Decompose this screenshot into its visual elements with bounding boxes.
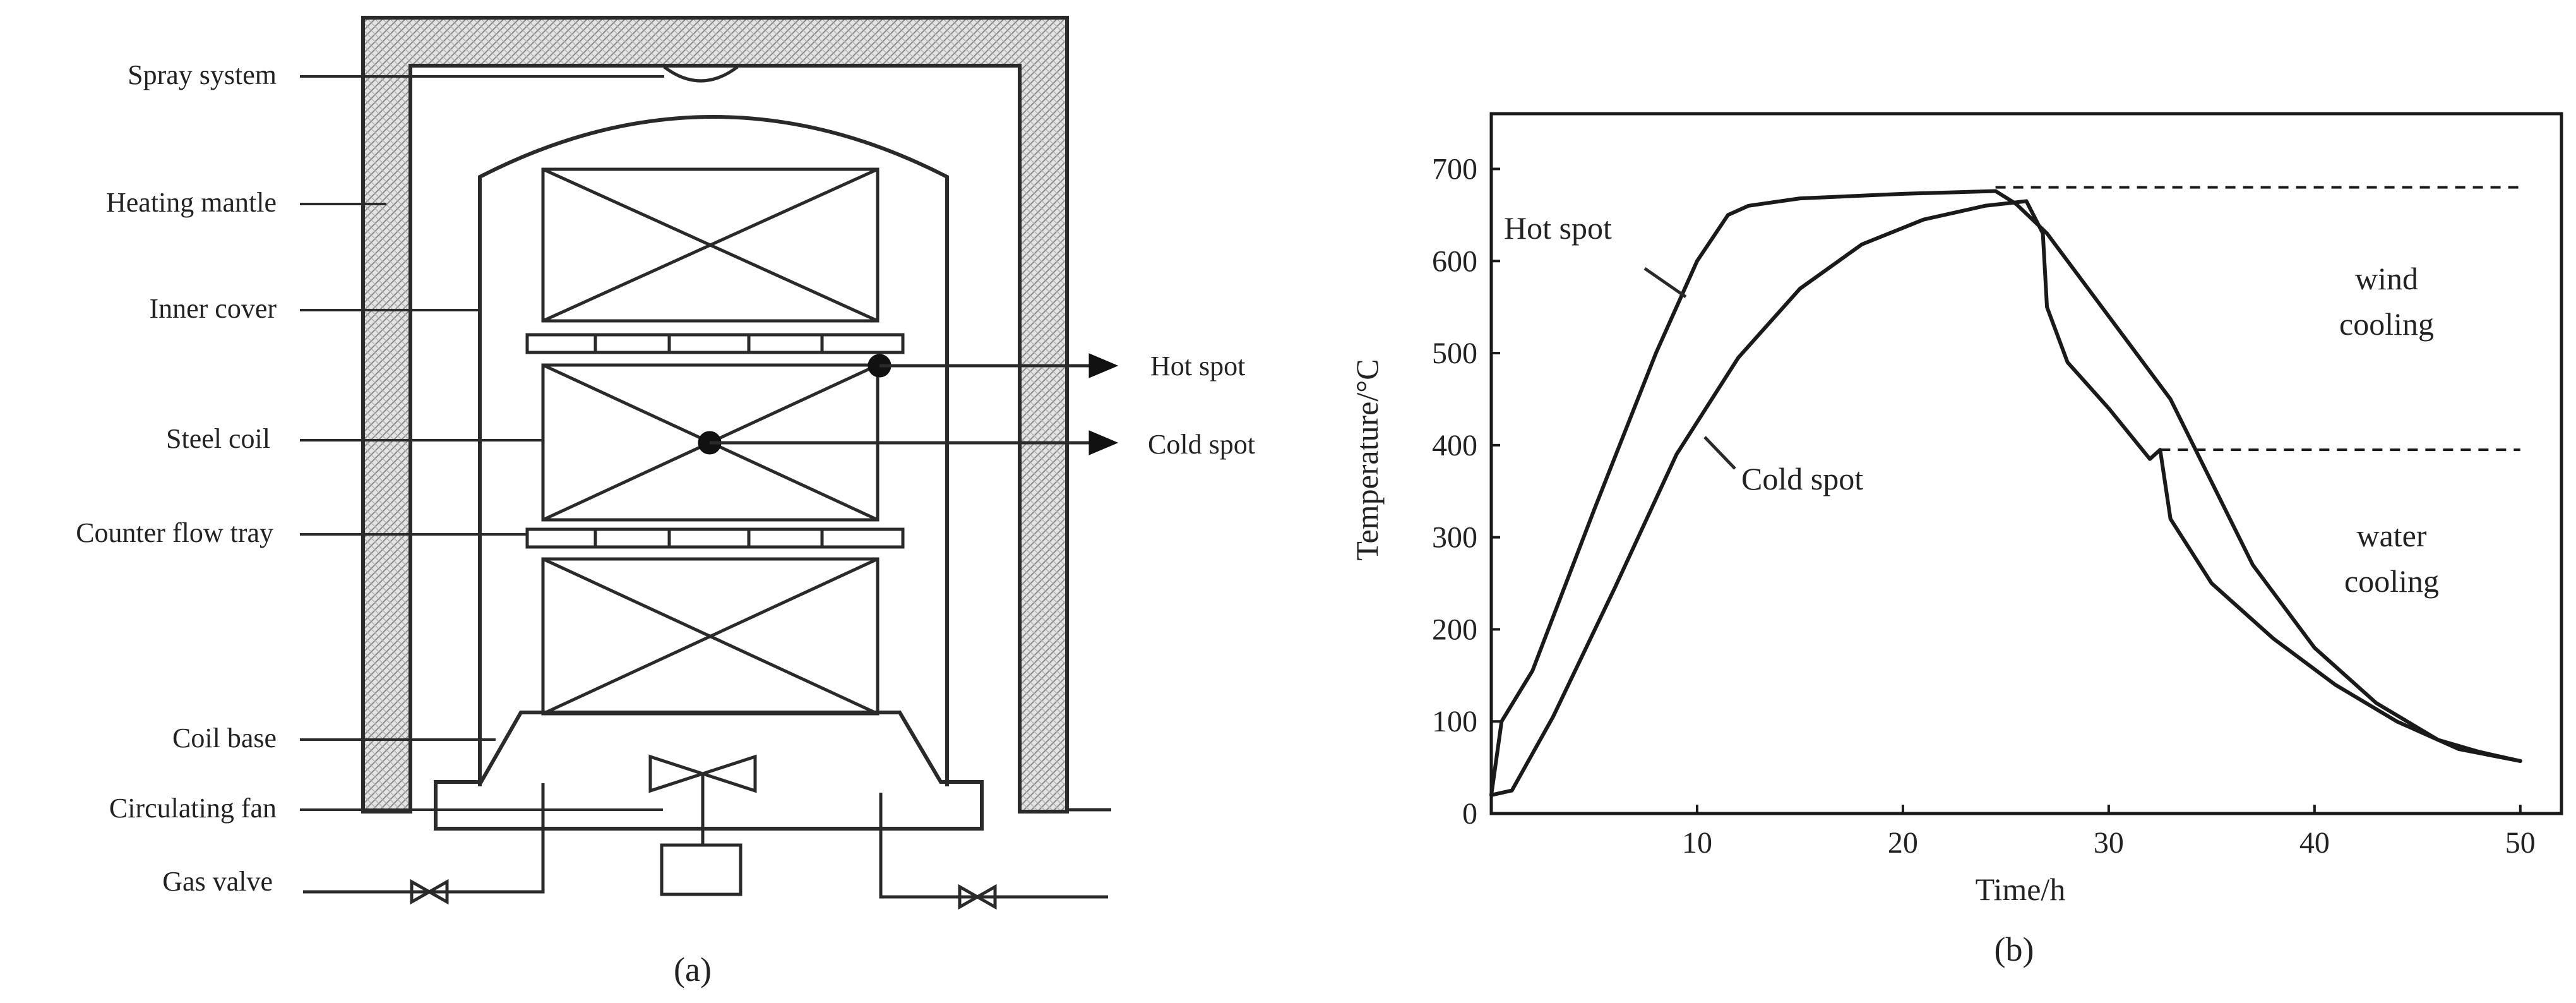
label-spray-system: Spray system xyxy=(128,59,277,90)
label-steel-coil: Steel coil xyxy=(166,423,270,454)
y-tick-label: 300 xyxy=(1432,521,1477,555)
y-tick-label: 100 xyxy=(1432,705,1477,738)
annotation-water: water xyxy=(2356,518,2426,553)
cold-spot-leader xyxy=(1703,436,1736,470)
gas-valve-right xyxy=(958,884,997,910)
x-tick-label: 50 xyxy=(2505,826,2536,860)
furnace-diagram xyxy=(300,16,1119,910)
coil-base-shape xyxy=(434,711,984,831)
label-heating-mantle: Heating mantle xyxy=(106,187,277,218)
cold-spot-arrow xyxy=(1088,430,1119,455)
heating-mantle-shape xyxy=(361,16,1069,814)
label-counter-flow-tray: Counter flow tray xyxy=(76,517,273,548)
counter-flow-tray-upper xyxy=(525,333,905,354)
spray-nozzle xyxy=(663,66,739,83)
hot-spot-leader xyxy=(1643,267,1687,299)
steel-coil-top xyxy=(541,167,880,323)
x-tick-label: 10 xyxy=(1682,826,1712,860)
plot-frame xyxy=(1489,112,2563,815)
y-tick-label: 400 xyxy=(1432,429,1477,462)
y-tick-label: 0 xyxy=(1462,797,1477,831)
y-tick-label: 700 xyxy=(1432,152,1477,186)
caption-a: (a) xyxy=(674,951,712,988)
leader-lines xyxy=(300,75,664,811)
label-cold-spot: Cold spot xyxy=(1148,429,1255,460)
y-tick-label: 200 xyxy=(1432,613,1477,646)
y-tick-label: 600 xyxy=(1432,244,1477,278)
label-coil-base: Coil base xyxy=(172,723,277,754)
x-axis-label: Time/h xyxy=(1976,872,2066,907)
hot-spot-arrow xyxy=(1088,353,1119,378)
label-hot-spot: Hot spot xyxy=(1150,351,1245,381)
annotation-wind-cooling: cooling xyxy=(2339,306,2434,342)
inner-cover-shape xyxy=(478,115,949,786)
annotation-cold-spot: Cold spot xyxy=(1741,461,1863,496)
x-tick-label: 30 xyxy=(2094,826,2124,860)
annotation-wind: wind xyxy=(2355,261,2418,296)
x-tick-label: 20 xyxy=(1888,826,1918,860)
label-gas-valve: Gas valve xyxy=(162,866,273,897)
y-tick-label: 500 xyxy=(1432,337,1477,370)
caption-b: (b) xyxy=(1995,930,2034,968)
label-circulating-fan: Circulating fan xyxy=(109,793,277,824)
label-inner-cover: Inner cover xyxy=(149,293,277,324)
x-tick-label: 40 xyxy=(2299,826,2330,860)
circulating-fan-shape xyxy=(648,754,757,896)
cold-spot-curve xyxy=(1489,199,2522,797)
annotation-water-cooling: cooling xyxy=(2344,563,2439,599)
gas-valve-left xyxy=(410,879,449,905)
annotation-hot-spot: Hot spot xyxy=(1504,210,1612,246)
steel-coil-bottom xyxy=(541,557,880,716)
y-axis-label: Temperature/°C xyxy=(1349,359,1385,560)
counter-flow-tray-lower xyxy=(525,527,905,549)
